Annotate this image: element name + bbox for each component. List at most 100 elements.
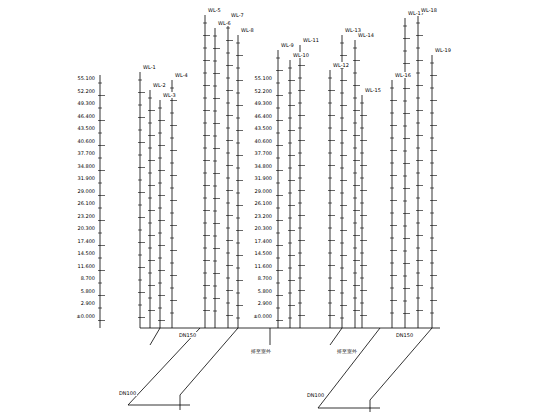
branch-tick (158, 320, 165, 321)
branch-tick (353, 310, 360, 311)
riser-label: WL-16 (394, 72, 412, 78)
branch-tick (328, 140, 335, 141)
branch-tick (416, 248, 420, 249)
branch-tick (98, 283, 102, 284)
branch-tick (390, 238, 394, 239)
branch-tick (288, 318, 292, 319)
branch-tick (360, 165, 367, 166)
branch-tick (276, 183, 280, 184)
branch-tick (340, 193, 344, 194)
riser-label: WL-15 (364, 87, 382, 93)
branch-tick (148, 135, 155, 136)
branch-tick (360, 253, 364, 254)
branch-tick (416, 310, 423, 311)
branch-tick (226, 115, 233, 116)
branch-tick (353, 73, 357, 74)
branch-tick (430, 263, 434, 264)
branch-tick (170, 238, 174, 239)
branch-tick (236, 43, 240, 44)
branch-tick (98, 258, 102, 259)
elevation-label: 43.500 (77, 125, 97, 131)
branch-tick (98, 308, 102, 309)
branch-tick (98, 195, 105, 196)
branch-tick (138, 292, 145, 293)
branch-tick (236, 180, 243, 181)
branch-tick (416, 98, 420, 99)
branch-tick (340, 205, 347, 206)
branch-tick (288, 80, 295, 81)
branch-tick (170, 150, 177, 151)
branch-tick (360, 190, 367, 191)
branch-tick (203, 173, 207, 174)
branch-tick (430, 225, 437, 226)
branch-tick (298, 78, 302, 79)
branch-tick (138, 167, 145, 168)
pipe-note: DN150 (178, 332, 197, 338)
branch-tick (236, 318, 240, 319)
branch-tick (203, 60, 210, 61)
elevation-label: 34.800 (254, 163, 274, 169)
branch-tick (403, 176, 407, 177)
branch-tick (288, 280, 295, 281)
branch-tick (353, 298, 357, 299)
branch-tick (148, 285, 155, 286)
branch-tick (390, 138, 394, 139)
branch-tick (340, 55, 347, 56)
branch-tick (213, 61, 217, 62)
branch-tick (236, 130, 243, 131)
pipe-note: DN150 (395, 332, 414, 338)
branch-tick (158, 258, 162, 259)
branch-tick (226, 40, 233, 41)
elevation-label: 20.300 (77, 225, 97, 231)
branch-tick (138, 117, 145, 118)
branch-tick (98, 145, 105, 146)
branch-tick (288, 130, 295, 131)
branch-tick (288, 305, 295, 306)
elevation-label: 23.200 (254, 213, 274, 219)
branch-tick (148, 173, 152, 174)
branch-tick (416, 23, 420, 24)
branch-tick (203, 210, 210, 211)
branch-tick (213, 73, 220, 74)
branch-tick (298, 303, 302, 304)
branch-tick (213, 111, 217, 112)
branch-tick (416, 123, 420, 124)
branch-tick (213, 198, 220, 199)
branch-tick (298, 128, 302, 129)
branch-tick (276, 70, 283, 71)
branch-tick (203, 273, 207, 274)
branch-tick (403, 251, 407, 252)
branch-tick (226, 28, 230, 29)
branch-tick (276, 208, 280, 209)
elevation-label: 34.800 (77, 163, 97, 169)
branch-tick (148, 123, 152, 124)
branch-tick (170, 288, 174, 289)
branch-tick (226, 203, 230, 204)
branch-tick (288, 230, 295, 231)
branch-tick (288, 293, 292, 294)
branch-tick (236, 205, 243, 206)
riser-label: WL-6 (217, 20, 232, 26)
branch-tick (430, 113, 434, 114)
branch-tick (288, 255, 295, 256)
branch-tick (158, 183, 162, 184)
branch-tick (340, 105, 347, 106)
branch-tick (203, 298, 207, 299)
branch-tick (158, 108, 162, 109)
branch-tick (416, 223, 420, 224)
branch-tick (403, 238, 410, 239)
riser-label: WL-12 (332, 62, 350, 68)
elevation-label: 14.500 (77, 250, 97, 256)
elevation-label: 26.100 (77, 200, 97, 206)
branch-tick (276, 108, 280, 109)
branch-tick (353, 98, 357, 99)
branch-tick (226, 165, 233, 166)
branch-tick (276, 220, 283, 221)
branch-tick (148, 260, 155, 261)
branch-tick (340, 280, 347, 281)
branch-tick (430, 125, 437, 126)
branch-tick (353, 235, 360, 236)
branch-tick (328, 265, 335, 266)
branch-tick (298, 140, 305, 141)
